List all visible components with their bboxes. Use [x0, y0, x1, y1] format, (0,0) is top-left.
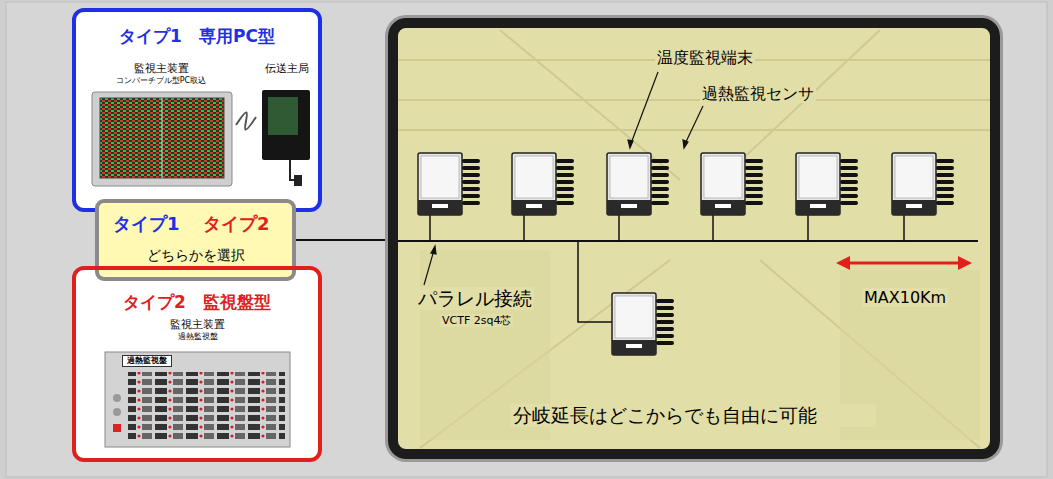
wiring-label: パラレル接続 — [416, 287, 534, 310]
node-text: 監視主装置 — [100, 318, 295, 331]
node-text: コンバーチブル型PC取込 — [86, 76, 236, 86]
photo-frame: 分岐延長はどこからでも自由に可能 — [388, 18, 1000, 459]
node-text: 伝送主局 — [256, 62, 318, 75]
node-text: 過熱監視盤 — [122, 355, 172, 367]
node-text: タイプ1 専用PC型 — [76, 26, 318, 46]
type2-box: タイプ2 監視盤型監視主装置過熱監視盤過熱監視盤 — [72, 266, 322, 462]
type1-box: タイプ1 専用PC型監視主装置コンバーチブル型PC取込 伝送主局 — [72, 8, 322, 212]
node-text: 分岐延長はどこからでも自由に可能 — [510, 404, 876, 427]
node-text: 監視主装置 — [86, 62, 236, 75]
node-text: どちらかを選択 — [99, 247, 292, 264]
terminal-label: 温度監視端末 — [655, 48, 755, 67]
node-text: 過熱監視盤 — [100, 332, 295, 342]
node-text: タイプ2 監視盤型 — [76, 292, 318, 312]
cable-spec: VCTF 2sq4芯 — [440, 314, 513, 327]
pc-unit: 監視主装置コンバーチブル型PC取込 — [86, 62, 236, 188]
transmitter-unit: 伝送主局 — [256, 62, 318, 172]
node-text: タイプ1 — [113, 213, 193, 235]
signal-line — [296, 239, 388, 241]
cable — [236, 112, 256, 129]
sensor-label: 過熱監視センサ — [700, 84, 816, 103]
distance-label: MAX10Km — [862, 288, 948, 307]
node-text: タイプ2 — [203, 213, 283, 235]
panel-unit: 監視主装置過熱監視盤過熱監視盤 — [100, 318, 295, 450]
